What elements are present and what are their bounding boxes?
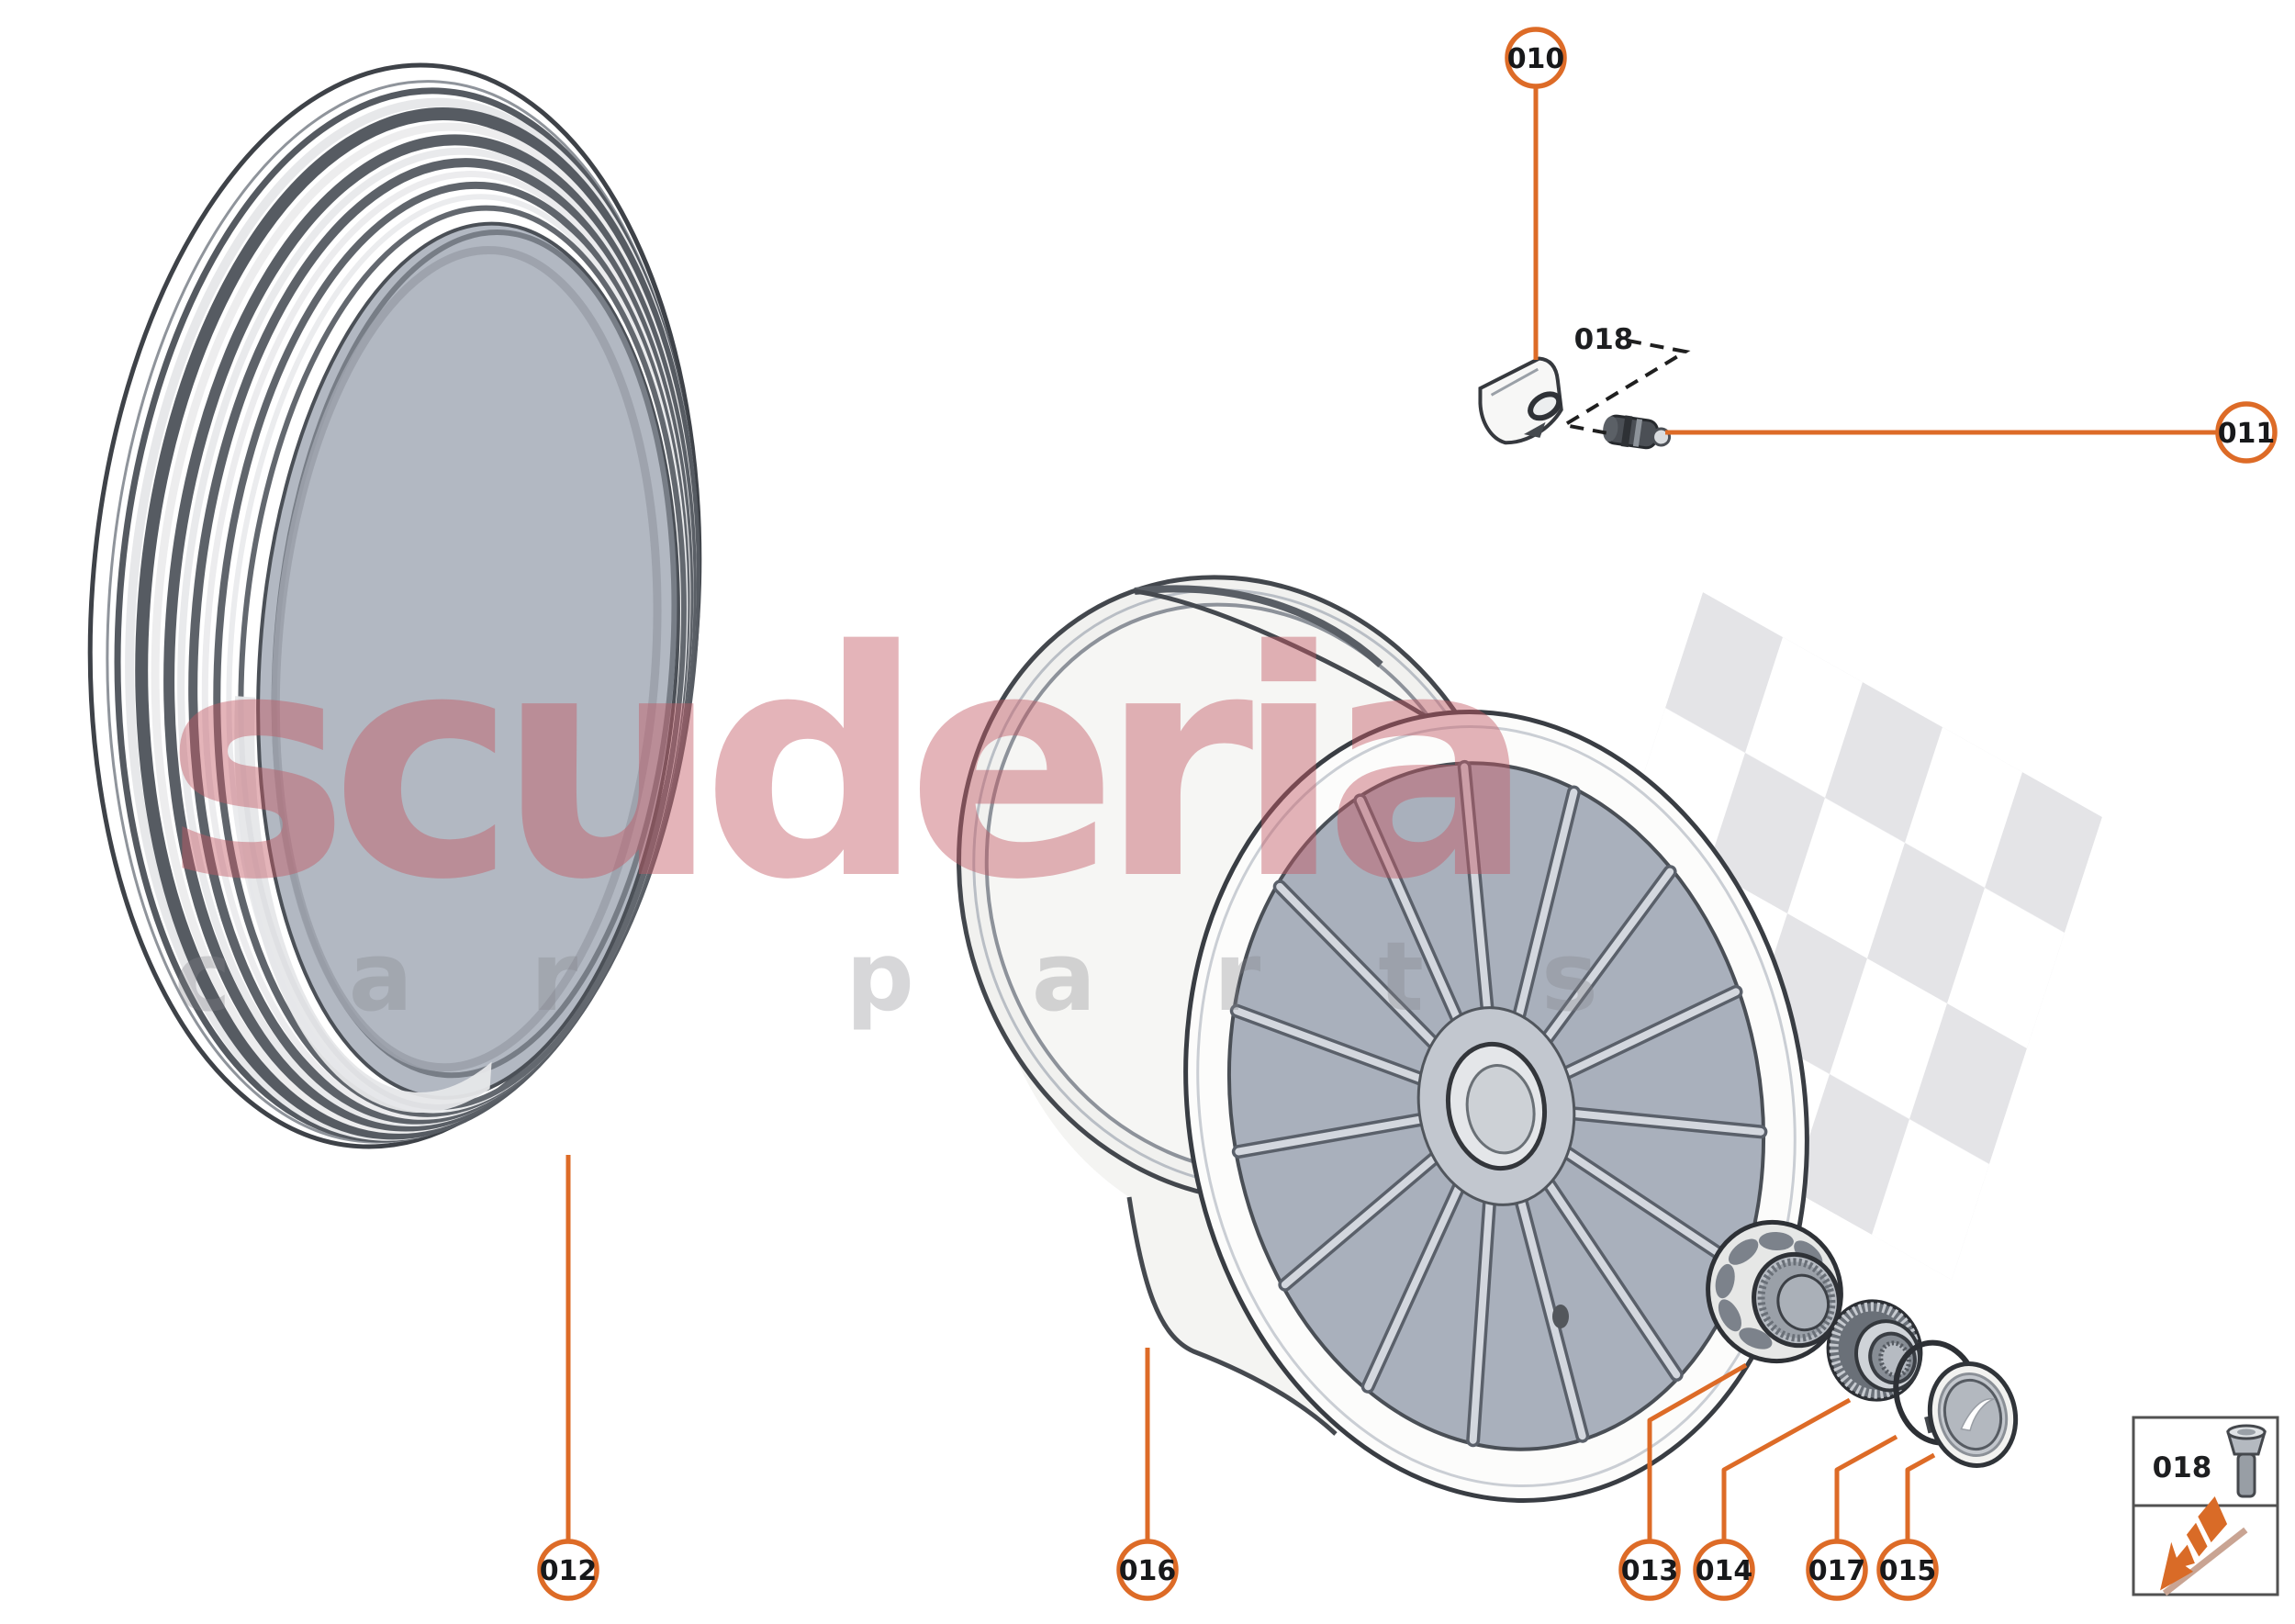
callout-017[interactable]: 017 [1806,1539,1868,1601]
callout-010[interactable]: 010 [1505,27,1567,89]
callout-016[interactable]: 016 [1116,1539,1179,1601]
legend-box: 018 [2132,1416,2279,1596]
centre-lock-nut [1706,1219,1843,1364]
callout-012[interactable]: 012 [537,1539,599,1601]
wheel-face [1125,710,1868,1503]
tpms-sensor [1478,356,1563,445]
watermark-brand: scuderia [163,585,1517,948]
callout-015[interactable]: 015 [1876,1539,1939,1601]
svg-text:010: 010 [1507,43,1565,75]
svg-text:013: 013 [1621,1555,1679,1587]
brand-arrow-icon [2160,1495,2248,1596]
watermark-tagline: car parts [174,921,1716,1033]
legend-bolt-label: 018 [2153,1451,2212,1484]
wheel-rim [957,575,1868,1503]
svg-text:016: 016 [1119,1555,1177,1587]
floating-label-018: 018 [1574,323,1634,356]
brand-swoosh-icon [1960,1398,1997,1432]
centre-cap [1924,1361,2019,1468]
valve-hole [1552,1305,1569,1328]
svg-text:012: 012 [540,1555,598,1587]
dashed-pointer-018 [1559,339,1691,435]
wheel-bolt-icon [2226,1424,2267,1498]
leader-lines [565,87,2216,1540]
svg-text:011: 011 [2218,418,2276,450]
valve-stem [1603,414,1672,450]
callout-013[interactable]: 013 [1618,1539,1681,1601]
svg-text:014: 014 [1696,1555,1753,1587]
svg-text:015: 015 [1879,1555,1937,1587]
callout-014[interactable]: 014 [1693,1539,1755,1601]
callout-011[interactable]: 011 [2215,401,2278,464]
tire [87,62,702,1149]
svg-text:017: 017 [1808,1555,1866,1587]
